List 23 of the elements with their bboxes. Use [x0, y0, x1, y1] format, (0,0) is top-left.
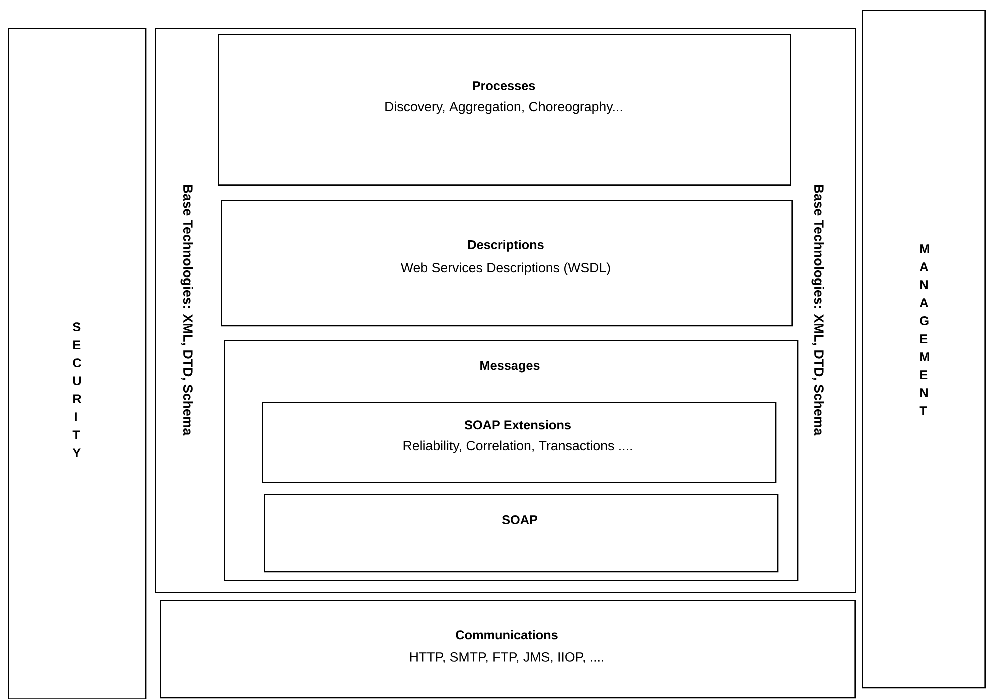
layer-heading: Messages [480, 361, 540, 373]
column-label: S E C U R I T Y [72, 322, 82, 458]
layer-heading: SOAP Extensions [464, 420, 571, 430]
layer-box [262, 402, 777, 484]
layer-box [160, 600, 856, 699]
layer-description: Reliability, Correlation, Transactions .... [404, 440, 632, 454]
layer-heading: SOAP [502, 516, 538, 524]
layer-box [224, 340, 799, 582]
side-column [862, 10, 986, 689]
side-label: Base Technologies: XML, DTD, Schema [812, 185, 824, 436]
column-label: M A N A G E M E N T [920, 244, 930, 416]
layer-heading: Processes [473, 82, 536, 90]
layer-heading: Communications [456, 630, 558, 640]
side-column [8, 28, 147, 699]
layer-description: Web Services Descriptions (WSDL) [400, 262, 610, 276]
layer-box [264, 494, 779, 573]
layer-heading: Descriptions [468, 240, 544, 252]
side-label: Base Technologies: XML, DTD, Schema [180, 185, 194, 436]
layer-description: HTTP, SMTP, FTP, JMS, IIOP, .... [410, 652, 604, 664]
layer-box [221, 200, 793, 327]
layer-box [218, 34, 792, 186]
outer-box [155, 28, 856, 594]
layer-description: Discovery, Aggregation, Choreography... [386, 102, 622, 114]
